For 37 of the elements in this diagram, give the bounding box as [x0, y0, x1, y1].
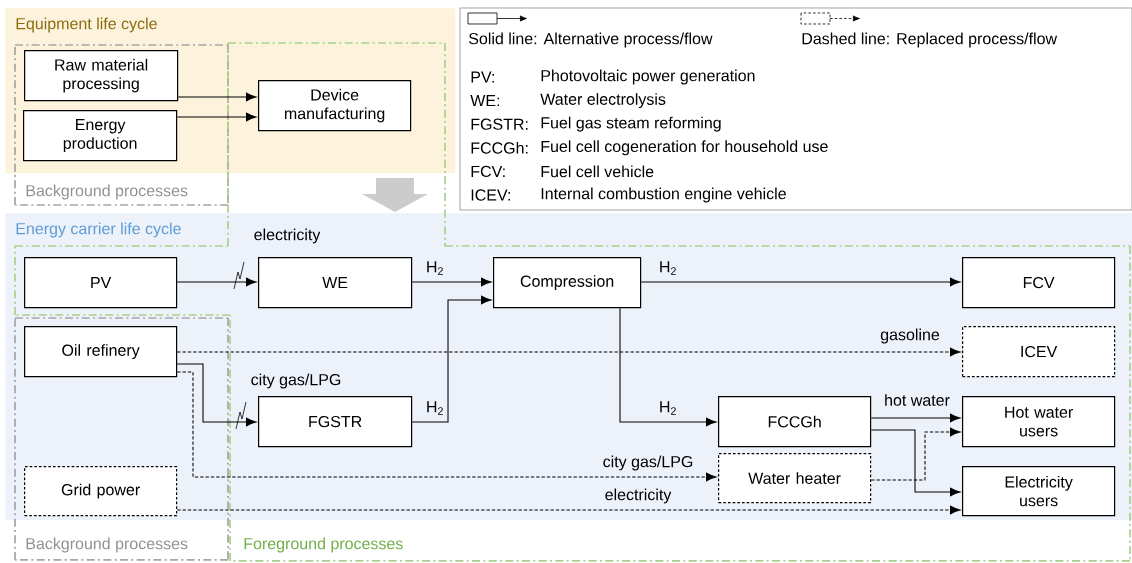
- edge-label: electricity: [252, 227, 322, 245]
- abbreviation: FCV:: [471, 165, 505, 178]
- edge-label: city gas/LPG: [249, 372, 343, 390]
- process-box: Hot water users: [962, 396, 1116, 448]
- abbreviation: PV:: [471, 71, 494, 83]
- process-box: Water heater: [718, 453, 872, 504]
- process-box: Energy production: [23, 110, 178, 162]
- process-box: Oil refinery: [24, 326, 178, 378]
- abbreviation-meaning: Fuel gas steam reforming: [541, 116, 721, 132]
- process-box: FGSTR: [258, 396, 413, 448]
- process-box: Electricity users: [962, 466, 1116, 517]
- process-box: FCV: [962, 257, 1116, 309]
- abbreviation: ICEV:: [471, 189, 510, 201]
- legend-text: Solid line: Alternative process/flow: [469, 32, 713, 48]
- abbreviation: WE:: [470, 95, 500, 107]
- abbreviation-meaning: Internal combustion engine vehicle: [541, 187, 786, 203]
- abbreviation-meaning: Fuel cell cogeneration for household use: [541, 140, 828, 156]
- process-box: Raw material processing: [24, 50, 179, 102]
- process-box: PV: [24, 257, 178, 309]
- process-box: Device manufacturing: [258, 80, 412, 132]
- process-box: Grid power: [24, 466, 178, 517]
- boundary-name: Background processes: [26, 537, 188, 553]
- abbreviation-meaning: Photovoltaic power generation: [541, 69, 755, 85]
- edge-label: electricity: [603, 487, 673, 505]
- legend-text: Dashed line: Replaced process/flow: [802, 32, 1058, 48]
- process-box: FCCGh: [718, 396, 872, 448]
- process-box: WE: [258, 257, 413, 309]
- abbreviation: FCCGh:: [471, 141, 528, 154]
- edge-label: gasoline: [878, 327, 942, 345]
- process-box: Compression: [493, 257, 642, 309]
- process-box: ICEV: [962, 326, 1116, 378]
- boundary-name: Background processes: [26, 184, 188, 200]
- boundary-name: Foreground processes: [244, 537, 403, 553]
- abbreviation-meaning: Fuel cell vehicle: [541, 165, 654, 178]
- edge-label: city gas/LPG: [601, 454, 695, 472]
- abbreviation-meaning: Water electrolysis: [540, 93, 666, 109]
- abbreviation: FGSTR:: [471, 118, 528, 130]
